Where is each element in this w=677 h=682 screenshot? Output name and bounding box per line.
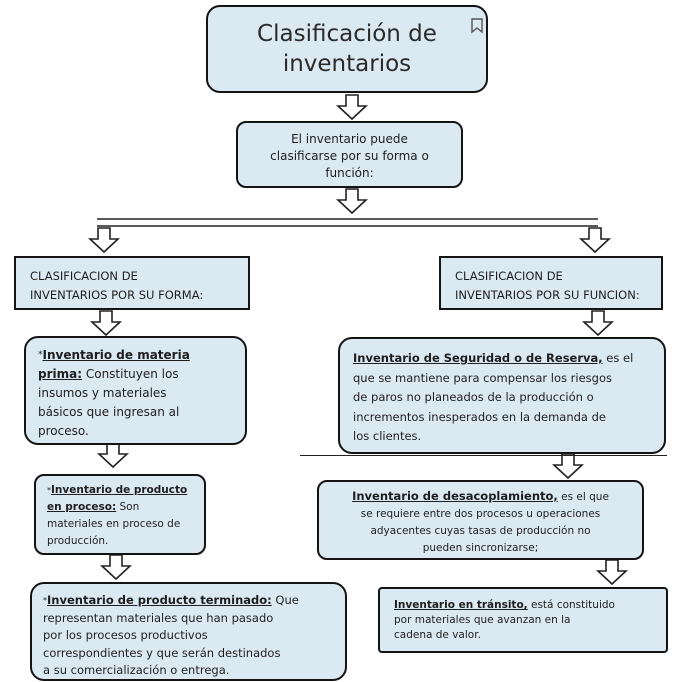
text-line: representan materiales que han pasado xyxy=(43,610,274,625)
finished-product-box: *Inventario de producto terminado: Que r… xyxy=(30,582,347,681)
text-line: es el que xyxy=(557,491,609,503)
text-line: los clientes. xyxy=(353,429,422,443)
text-line: prima: xyxy=(38,367,83,381)
intro-text: El inventario puede clasificarse por su … xyxy=(238,131,461,182)
text-line: Inventario de producto xyxy=(51,484,188,496)
text-line: Inventario en tránsito, xyxy=(394,599,528,611)
text-line: correspondientes y que serán destinados xyxy=(43,645,281,660)
text-line: INVENTARIOS POR SU FUNCION: xyxy=(455,288,640,302)
text-line: * xyxy=(47,486,51,495)
down-arrow-icon xyxy=(583,310,613,336)
text-line: a su comercialización o entrega. xyxy=(43,663,230,677)
text-line: función: xyxy=(325,166,374,180)
text-line: INVENTARIOS POR SU FORMA: xyxy=(30,288,204,302)
decoupling-box: Inventario de desacoplamiento, es el que… xyxy=(317,480,644,560)
text-line: Constituyen los xyxy=(82,367,179,381)
text-line: incrementos inesperados en la demanda de xyxy=(353,409,607,424)
text-line: adyacentes cuyas tasas de producción no xyxy=(370,525,591,537)
text-line: materiales en proceso de xyxy=(47,518,181,530)
text-line: está constituido xyxy=(527,599,615,611)
intro-box: El inventario puede clasificarse por su … xyxy=(236,121,463,188)
text-line: por materiales que avanzan en la xyxy=(394,614,571,626)
finished-product-text: *Inventario de producto terminado: Que r… xyxy=(43,592,299,680)
text-line: CLASIFICACION DE xyxy=(30,269,138,283)
down-arrow-icon xyxy=(337,94,367,120)
text-line: que se mantiene para compensar los riesg… xyxy=(353,370,612,385)
raw-material-text: *Inventario de materia prima: Constituye… xyxy=(38,346,190,441)
text-line: proceso. xyxy=(38,424,89,438)
in-process-text: *Inventario de producto en proceso: Son … xyxy=(47,482,187,550)
text-line: CLASIFICACION DE xyxy=(455,269,563,283)
text-line: pueden sincronizarse; xyxy=(422,542,539,554)
transit-text: Inventario en tránsito, está constituido… xyxy=(394,598,615,643)
text-line: producción. xyxy=(47,535,109,547)
safety-text: Inventario de Seguridad o de Reserva, es… xyxy=(353,349,633,447)
text-line: Inventario de desacoplamiento, xyxy=(352,489,558,503)
text-line: El inventario puede xyxy=(291,132,408,146)
text-line: por los procesos productivos xyxy=(43,628,208,642)
text-line: Inventario de Seguridad o de Reserva, xyxy=(353,351,603,365)
title-box: Clasificación de inventarios xyxy=(206,5,488,93)
text-line: es el xyxy=(602,351,634,365)
raw-material-box: *Inventario de materia prima: Constituye… xyxy=(24,336,247,445)
page-title: Clasificación de inventarios xyxy=(208,19,486,79)
down-arrow-icon xyxy=(98,442,128,468)
text-line: de paros no planeados de la producción o xyxy=(353,390,594,404)
function-header-box: CLASIFICACION DE INVENTARIOS POR SU FUNC… xyxy=(439,256,663,310)
text-line: Clasificación de xyxy=(257,21,437,47)
form-header-text: CLASIFICACION DE INVENTARIOS POR SU FORM… xyxy=(30,267,203,305)
text-line: insumos y materiales xyxy=(38,386,167,400)
down-arrow-icon xyxy=(553,453,583,479)
down-arrow-icon xyxy=(580,227,610,253)
down-arrow-icon xyxy=(597,559,627,585)
transit-box: Inventario en tránsito, está constituido… xyxy=(378,587,668,653)
down-arrow-icon xyxy=(89,227,119,253)
in-process-box: *Inventario de producto en proceso: Son … xyxy=(34,474,206,555)
text-line: inventarios xyxy=(282,51,412,77)
text-line: se requiere entre dos procesos u operaci… xyxy=(360,508,601,520)
divider-line xyxy=(300,455,667,456)
safety-box: Inventario de Seguridad o de Reserva, es… xyxy=(338,337,666,454)
text-line: Inventario de producto terminado: xyxy=(47,593,272,607)
text-line: clasificarse por su forma o xyxy=(270,149,429,163)
function-header-text: CLASIFICACION DE INVENTARIOS POR SU FUNC… xyxy=(455,267,640,305)
text-line: Que xyxy=(271,593,299,607)
down-arrow-icon xyxy=(337,188,367,214)
down-arrow-icon xyxy=(91,310,121,336)
text-line: * xyxy=(43,596,47,605)
text-line: * xyxy=(38,350,43,360)
text-line: Son xyxy=(116,501,140,513)
text-line: Inventario de materia xyxy=(42,348,190,362)
text-line: cadena de valor. xyxy=(394,629,481,641)
down-arrow-icon xyxy=(101,554,131,580)
text-line: básicos que ingresan al xyxy=(38,405,180,419)
decoupling-text: Inventario de desacoplamiento, es el que… xyxy=(319,488,642,557)
text-line: en proceso: xyxy=(47,501,117,513)
form-header-box: CLASIFICACION DE INVENTARIOS POR SU FORM… xyxy=(14,256,250,310)
bookmark-icon[interactable] xyxy=(470,18,484,34)
